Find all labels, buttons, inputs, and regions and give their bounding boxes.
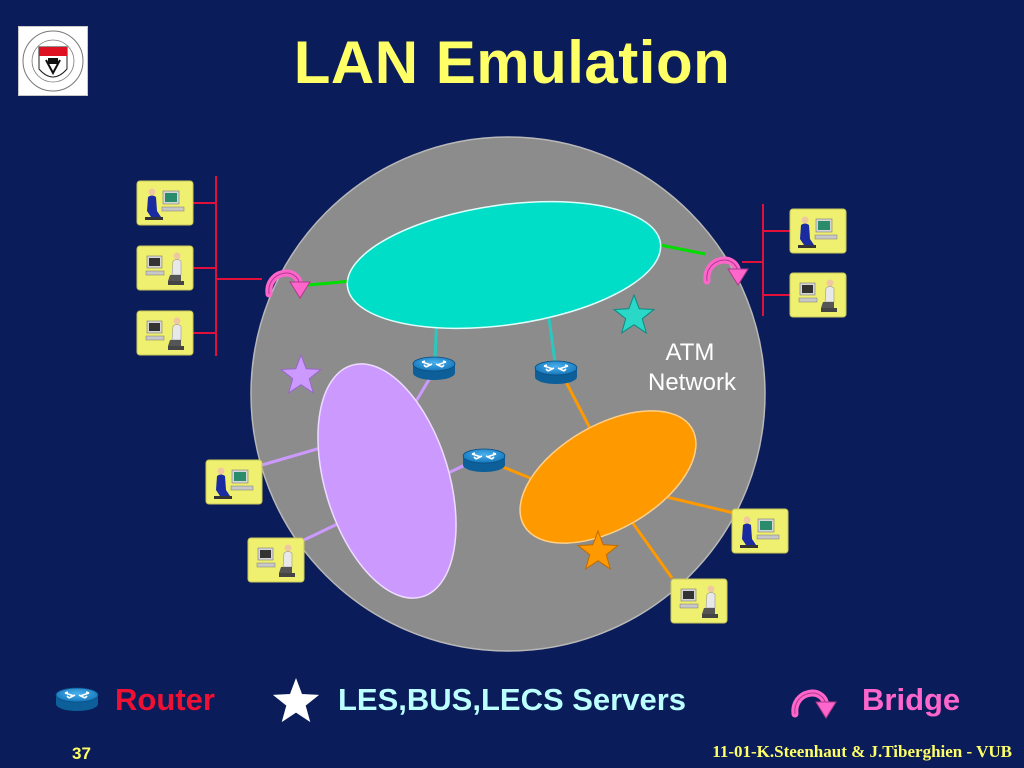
legend-bridge-icon (795, 693, 836, 718)
right-lan-segment (742, 204, 790, 316)
legend-bridge-label: Bridge (862, 682, 961, 717)
elan-links (261, 243, 735, 579)
workstation-icon (136, 180, 194, 226)
server-star-icon (576, 529, 620, 571)
workstation-icon (670, 578, 728, 624)
legend-router-icon (55, 687, 99, 712)
slide-title: LAN Emulation (293, 29, 731, 96)
workstation-icon (789, 272, 847, 318)
atm-label-line2: Network (648, 369, 737, 396)
server-star-icon (279, 353, 323, 395)
legend-servers-label: LES,BUS,LECS Servers (338, 682, 687, 717)
atm-label-line1: ATM (666, 339, 715, 366)
legend-router-label: Router (115, 682, 215, 717)
server-star-icon (612, 293, 656, 335)
workstation-icon (247, 537, 305, 583)
elan-orange (519, 410, 697, 544)
workstation-icon (136, 245, 194, 291)
workstation-icon (205, 459, 263, 505)
router-icon (412, 356, 456, 381)
workstation-icon (789, 208, 847, 254)
elan-lavender (317, 363, 457, 599)
elan-cyan (346, 200, 662, 330)
workstation-icon (136, 310, 194, 356)
router-icon (462, 448, 506, 473)
university-seal-logo (18, 26, 88, 96)
router-icon (534, 360, 578, 385)
left-lan-segment (192, 176, 262, 356)
footer-credit: 11-01-K.Steenhaut & J.Tiberghien - VUB (712, 742, 1012, 761)
legend-star-icon (272, 678, 320, 723)
workstation-icon (731, 508, 789, 554)
page-number: 37 (72, 744, 91, 763)
